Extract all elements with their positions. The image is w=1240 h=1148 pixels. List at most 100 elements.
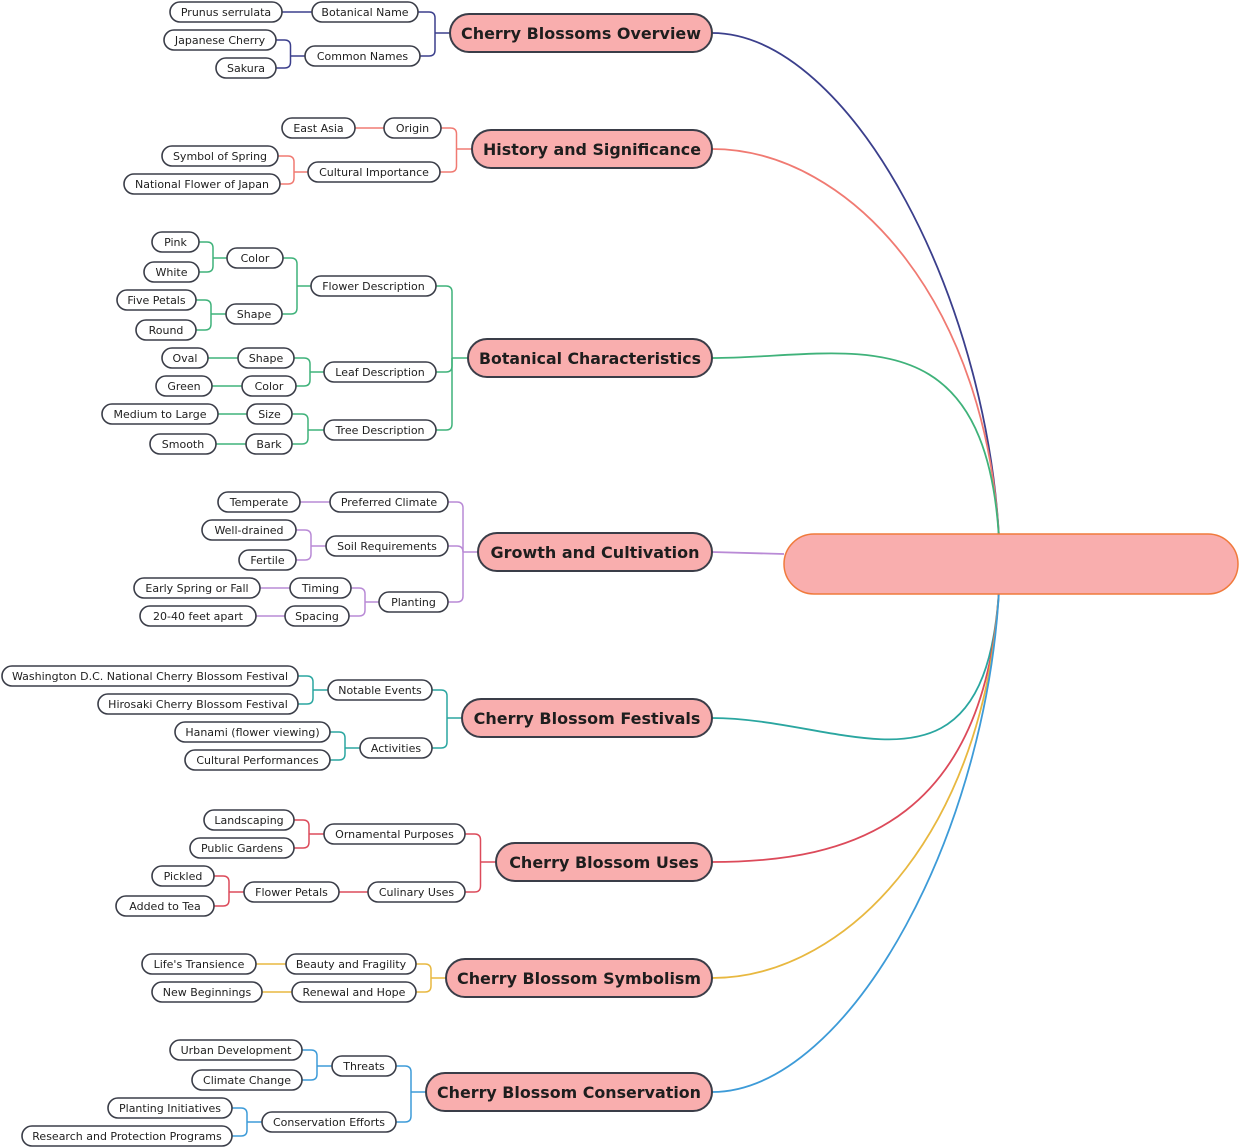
main-topic[interactable]: Cherry Blossoms Overview [449, 13, 713, 53]
topic-label: Ornamental Purposes [335, 828, 454, 841]
detail-topic[interactable]: Shape [237, 347, 295, 369]
detail-topic[interactable]: White [143, 261, 200, 283]
subtopic[interactable]: Activities [359, 737, 433, 759]
topic-label: Early Spring or Fall [145, 582, 248, 595]
subtopic[interactable]: Preferred Climate [329, 491, 449, 513]
topic-label: Activities [371, 742, 421, 755]
detail-topic[interactable]: Flower Petals [243, 881, 340, 903]
topic-label: Culinary Uses [379, 886, 455, 899]
detail-topic[interactable]: Climate Change [191, 1069, 303, 1091]
main-topic[interactable]: Botanical Characteristics [467, 338, 713, 378]
topic-label: Threats [342, 1060, 385, 1073]
subtopic[interactable]: Culinary Uses [367, 881, 466, 903]
detail-topic[interactable]: Oval [161, 347, 209, 369]
branch-connector [711, 563, 1001, 863]
detail-topic[interactable]: Spacing [284, 605, 350, 627]
detail-topic[interactable]: Public Gardens [189, 837, 295, 859]
topic-label: Research and Protection Programs [32, 1130, 222, 1143]
detail-topic[interactable]: National Flower of Japan [123, 173, 281, 195]
topic-label: National Flower of Japan [135, 178, 269, 191]
topic-label: Climate Change [203, 1074, 291, 1087]
detail-topic[interactable]: East Asia [281, 117, 356, 139]
topic-label: Urban Development [181, 1044, 293, 1057]
subtopic[interactable]: Threats [331, 1055, 397, 1077]
subtopic[interactable]: Conservation Efforts [261, 1111, 397, 1133]
subtopic[interactable]: Soil Requirements [325, 535, 449, 557]
subtopic[interactable]: Beauty and Fragility [285, 953, 417, 975]
detail-topic[interactable]: Five Petals [116, 289, 197, 311]
topic-label: Tree Description [334, 424, 424, 437]
central-topic[interactable] [783, 533, 1239, 595]
subtopic[interactable]: Planting [378, 591, 449, 613]
topic-label: Spacing [295, 610, 339, 623]
detail-topic[interactable]: New Beginnings [151, 981, 263, 1003]
subtopic[interactable]: Renewal and Hope [291, 981, 417, 1003]
detail-topic[interactable]: Round [135, 319, 197, 341]
detail-topic[interactable]: Timing [289, 577, 352, 599]
subtopic[interactable]: Ornamental Purposes [323, 823, 466, 845]
topic-label: Japanese Cherry [174, 34, 266, 47]
detail-topic[interactable]: Hanami (flower viewing) [174, 721, 331, 743]
detail-topic[interactable]: Well-drained [201, 519, 297, 541]
detail-topic[interactable]: Urban Development [169, 1039, 303, 1061]
detail-topic[interactable]: Added to Tea [115, 895, 215, 917]
main-topic[interactable]: Cherry Blossom Conservation [425, 1072, 713, 1112]
detail-topic[interactable]: Temperate [217, 491, 301, 513]
subtopic[interactable]: Flower Description [310, 275, 437, 297]
topic-label: Preferred Climate [341, 496, 438, 509]
detail-topic[interactable]: Color [241, 375, 297, 397]
detail-topic[interactable]: 20-40 feet apart [139, 605, 257, 627]
detail-topic[interactable]: Medium to Large [101, 403, 219, 425]
branch-connector [711, 551, 785, 555]
topic-label: Pickled [164, 870, 203, 883]
topic-label: Cultural Importance [319, 166, 429, 179]
detail-topic[interactable]: Washington D.C. National Cherry Blossom … [1, 665, 299, 687]
detail-topic[interactable]: Japanese Cherry [163, 29, 277, 51]
topic-label: Color [255, 380, 284, 393]
branch-connector [711, 563, 1001, 1093]
detail-topic[interactable]: Bark [245, 433, 293, 455]
subtopic[interactable]: Leaf Description [323, 361, 437, 383]
branch-connector [711, 563, 1001, 741]
detail-topic[interactable]: Research and Protection Programs [21, 1125, 233, 1147]
detail-topic[interactable]: Landscaping [203, 809, 295, 831]
topic-label: Planting Initiatives [119, 1102, 221, 1115]
detail-topic[interactable]: Color [226, 247, 284, 269]
detail-topic[interactable]: Shape [225, 303, 283, 325]
topic-label: Five Petals [127, 294, 185, 307]
subtopic[interactable]: Tree Description [323, 419, 437, 441]
topic-label: Medium to Large [114, 408, 207, 421]
topic-label: Notable Events [338, 684, 422, 697]
topic-label: Hanami (flower viewing) [185, 726, 319, 739]
topic-label: White [156, 266, 188, 279]
detail-topic[interactable]: Symbol of Spring [161, 145, 279, 167]
topic-label: Prunus serrulata [181, 6, 271, 19]
detail-topic[interactable]: Prunus serrulata [169, 1, 283, 23]
detail-topic[interactable]: Sakura [215, 57, 277, 79]
detail-topic[interactable]: Cultural Performances [184, 749, 331, 771]
detail-topic[interactable]: Size [246, 403, 293, 425]
detail-topic[interactable]: Pickled [151, 865, 215, 887]
detail-topic[interactable]: Smooth [149, 433, 217, 455]
subtopic[interactable]: Origin [383, 117, 442, 139]
topic-label: Conservation Efforts [273, 1116, 385, 1129]
subtopic[interactable]: Notable Events [327, 679, 433, 701]
detail-topic[interactable]: Early Spring or Fall [133, 577, 261, 599]
subtopic[interactable]: Common Names [304, 45, 421, 67]
topic-label: Washington D.C. National Cherry Blossom … [12, 670, 288, 683]
main-topic[interactable]: Cherry Blossom Festivals [461, 698, 713, 738]
main-topic[interactable]: Growth and Cultivation [477, 532, 713, 572]
main-topic[interactable]: Cherry Blossom Uses [495, 842, 713, 882]
detail-topic[interactable]: Hirosaki Cherry Blossom Festival [97, 693, 299, 715]
detail-topic[interactable]: Fertile [238, 549, 297, 571]
main-topic[interactable]: Cherry Blossom Symbolism [445, 958, 713, 998]
topic-label: Landscaping [214, 814, 283, 827]
detail-topic[interactable]: Life's Transience [141, 953, 257, 975]
topic-label: Botanical Characteristics [479, 349, 701, 368]
detail-topic[interactable]: Pink [151, 231, 200, 253]
subtopic[interactable]: Botanical Name [311, 1, 419, 23]
detail-topic[interactable]: Planting Initiatives [107, 1097, 233, 1119]
subtopic[interactable]: Cultural Importance [307, 161, 441, 183]
detail-topic[interactable]: Green [155, 375, 213, 397]
main-topic[interactable]: History and Significance [471, 129, 713, 169]
